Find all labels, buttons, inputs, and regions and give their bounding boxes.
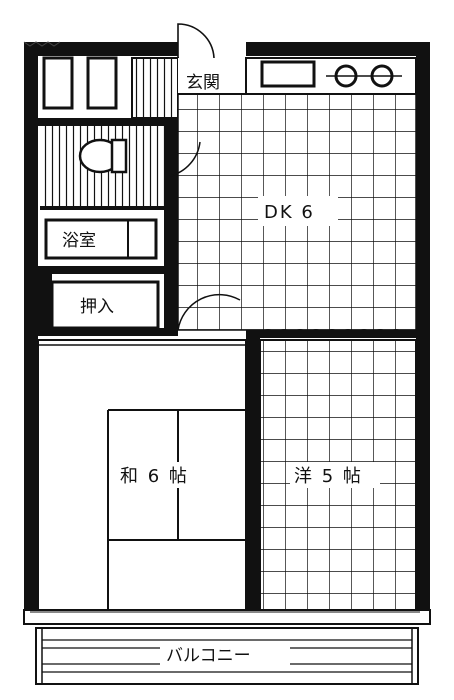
bath-label: 浴室 — [62, 231, 96, 251]
closet: 押入 — [38, 274, 160, 330]
toilet-icon — [78, 138, 128, 174]
washitsu-label: 和 6 帖 — [120, 466, 189, 487]
left-walls — [38, 118, 178, 328]
washitsu-room: 和 6 帖 — [37, 339, 247, 611]
storage-units — [42, 56, 179, 119]
youshitsu-room: 洋 5 帖 — [259, 339, 417, 611]
washroom — [40, 126, 164, 210]
bath-room: 浴室 — [40, 212, 164, 266]
stove-icon — [326, 64, 402, 88]
balcony: バルコニー — [23, 609, 431, 685]
kitchen-counter — [245, 57, 417, 95]
door-swing-icon — [169, 141, 241, 331]
youshitsu-label: 洋 5 帖 — [294, 466, 363, 487]
lower-walls — [38, 328, 416, 610]
dk-area: DK 6 — [177, 93, 417, 331]
dk-label: DK 6 — [264, 202, 315, 223]
entrance: 玄関 — [177, 23, 246, 95]
outer-walls — [23, 40, 430, 622]
balcony-label: バルコニー — [166, 646, 251, 666]
closet-label: 押入 — [80, 297, 114, 317]
entrance-label: 玄関 — [186, 73, 220, 93]
